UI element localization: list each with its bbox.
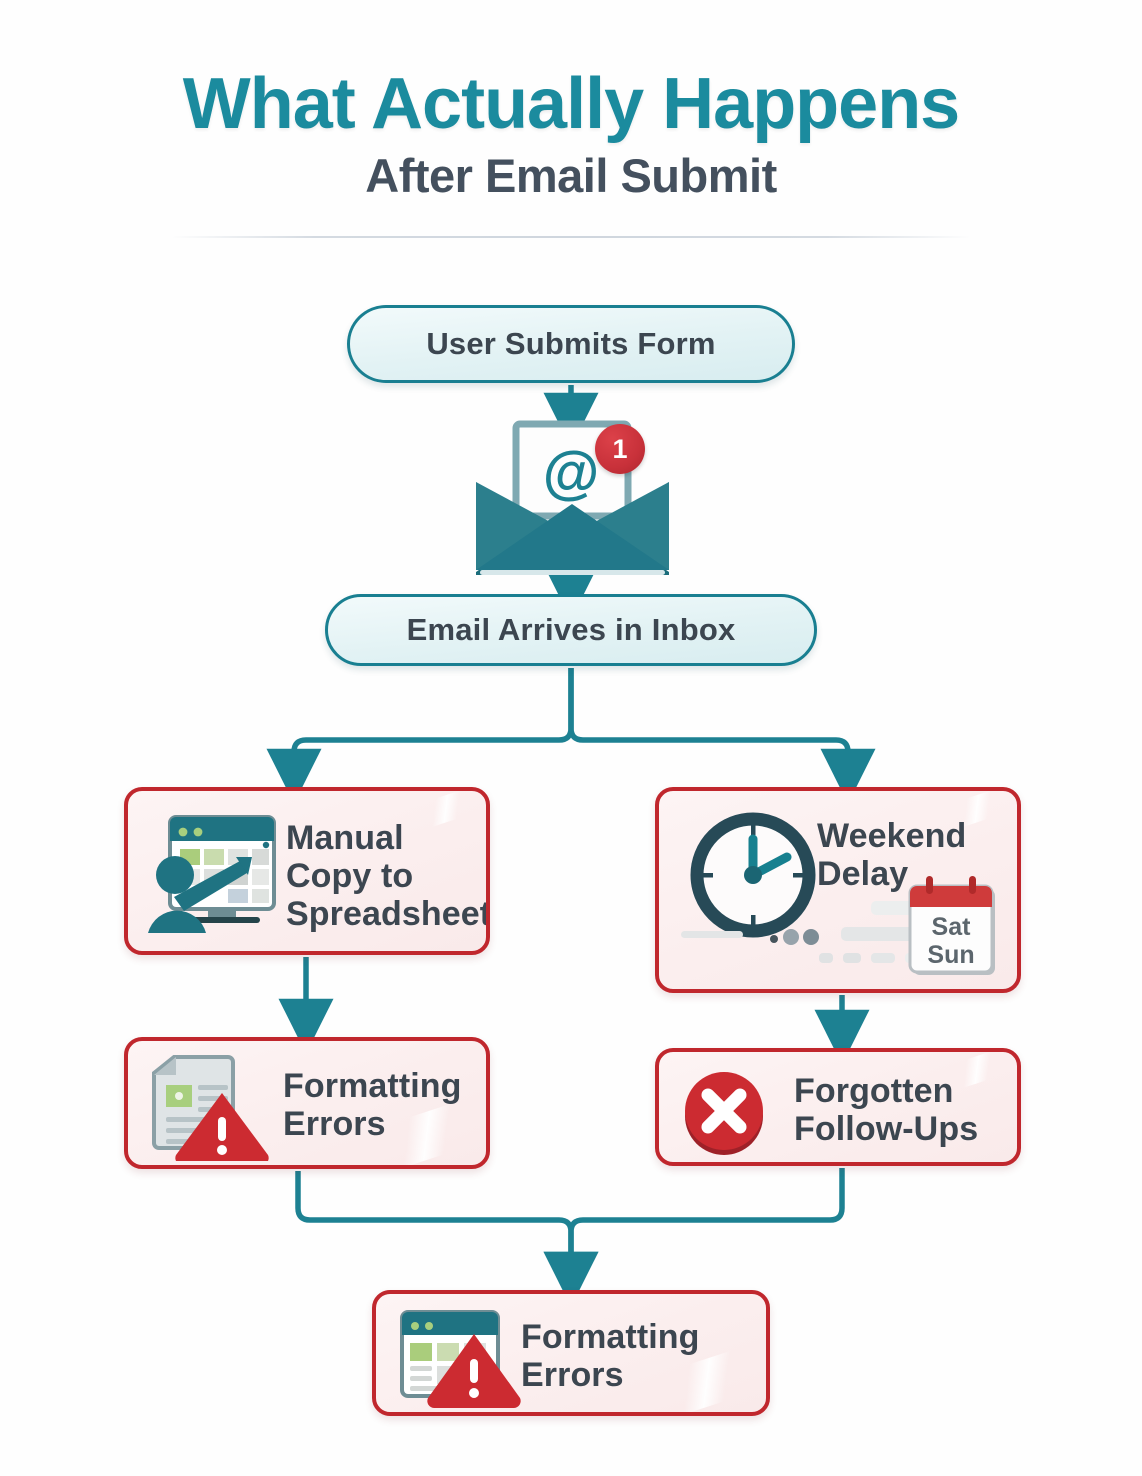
edge-inbox-to-manual	[266, 668, 574, 804]
at-symbol-glyph: @	[543, 440, 600, 505]
title-divider	[171, 236, 971, 238]
node-label-weekend: Weekend Delay	[817, 817, 967, 894]
node-label-forgot: Forgotten Follow-Ups	[794, 1072, 979, 1149]
edge-inbox-to-weekend	[568, 668, 876, 804]
node-label-manual: Manual Copy to Spreadsheet	[286, 819, 490, 934]
node-label-format2: Formatting Errors	[521, 1318, 700, 1395]
node-label-submit: User Submits Form	[426, 326, 716, 361]
page-subtitle: After Email Submit	[365, 149, 777, 203]
spreadsheet-person-icon	[148, 813, 278, 944]
page-title: What Actually Happens	[182, 64, 960, 144]
spreadsheet-warning-icon	[396, 1306, 522, 1412]
email-envelope-icon: @ 1	[470, 420, 675, 580]
node-forgotten-follow-ups[interactable]: Forgotten Follow-Ups	[655, 1048, 1021, 1166]
clock-icon	[681, 809, 831, 964]
document-warning-icon	[146, 1055, 270, 1165]
weekend-calendar-icon: Sat Sun	[907, 875, 1003, 989]
calendar-day-sat: Sat	[932, 913, 972, 941]
node-email-arrives-in-inbox[interactable]: Email Arrives in Inbox	[325, 594, 817, 666]
node-weekend-delay[interactable]: Sat Sun Weekend Delay	[655, 787, 1021, 993]
node-formatting-errors-bottom[interactable]: Formatting Errors	[372, 1290, 770, 1416]
calendar-day-sun: Sun	[927, 941, 974, 969]
node-formatting-errors-left[interactable]: Formatting Errors	[124, 1037, 490, 1169]
edge-forgot-to-format2	[543, 1168, 845, 1307]
mail-notification-count: 1	[612, 433, 628, 464]
node-label-format1: Formatting Errors	[283, 1067, 462, 1144]
node-user-submits-form[interactable]: User Submits Form	[347, 305, 795, 383]
edge-format1-to-format2	[295, 1171, 599, 1307]
mail-notification-badge: 1	[595, 424, 645, 474]
node-manual-copy-to-spreadsheet[interactable]: Manual Copy to Spreadsheet	[124, 787, 490, 955]
page-title-block: What Actually Happens After Email Submit	[0, 64, 1142, 203]
error-circle-x-icon	[677, 1066, 773, 1162]
node-label-inbox: Email Arrives in Inbox	[406, 612, 736, 647]
